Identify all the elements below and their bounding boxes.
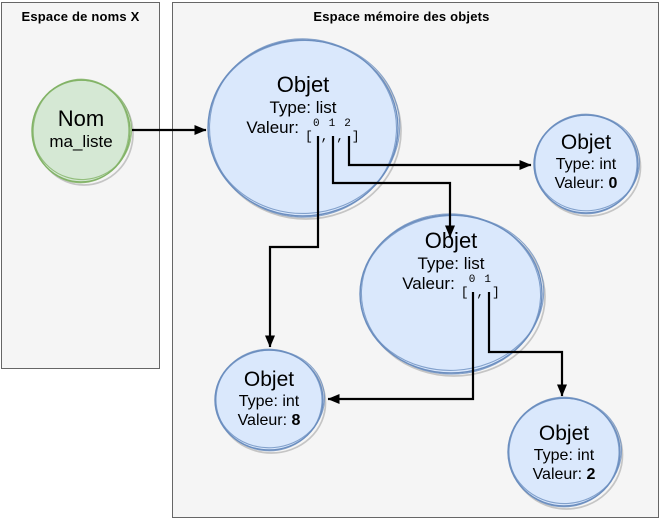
edge-list-slot1-to-nested-list <box>331 136 455 238</box>
nested-list-object-brackets: [ , ] <box>460 285 500 300</box>
list-object-brackets: [ , , ] <box>305 129 360 144</box>
nested-list-object-value: Valeur: 0 1 [ , ] <box>351 274 551 300</box>
int-object-0-circle <box>533 113 642 217</box>
name-node-circle <box>31 78 134 186</box>
edge-nested-slot1-to-int2 <box>487 292 567 397</box>
nested-list-object-indices: 0 1 <box>468 274 493 286</box>
edge-nested-slot0-to-int8 <box>327 292 475 404</box>
int-object-0: Objet Type: int Valeur: 0 <box>536 130 636 193</box>
int-object-2-type: Type: int <box>533 447 595 464</box>
int-object-2-value: Valeur: 2 <box>532 466 596 483</box>
nested-list-object: Objet Type: list Valeur: 0 1 [ , ] <box>351 228 551 300</box>
nested-list-object-slots: 0 1 [ , ] <box>461 274 500 300</box>
int-object-8: Objet Type: int Valeur: 8 <box>219 367 319 430</box>
int-object-2-title: Objet <box>538 422 590 445</box>
namespace-box: Espace de noms X <box>1 2 160 369</box>
list-object: Objet Type: list Valeur: 0 1 2 [ , , ] <box>203 72 403 144</box>
edge-list-slot2-to-int0 <box>347 136 532 170</box>
name-node: Nom ma_liste <box>31 106 131 151</box>
nested-list-object-type: Type: list <box>417 254 485 273</box>
list-object-indices: 0 1 2 <box>313 118 353 130</box>
int-object-8-title: Objet <box>243 368 295 391</box>
nested-list-object-title: Objet <box>424 228 478 253</box>
nested-list-object-circle <box>359 213 546 377</box>
int-object-8-type: Type: int <box>238 393 300 410</box>
list-object-circle <box>207 38 402 220</box>
name-node-title: Nom <box>57 106 105 131</box>
list-object-value: Valeur: 0 1 2 [ , , ] <box>203 118 403 144</box>
int-object-0-title: Objet <box>560 131 612 154</box>
int-object-8-value: Valeur: 8 <box>237 412 301 429</box>
nested-list-object-value-label: Valeur: <box>402 274 455 293</box>
namespace-box-title: Espace de noms X <box>21 9 140 24</box>
int-object-8-value-number: 8 <box>291 412 301 429</box>
int-object-0-value-number: 0 <box>608 175 618 192</box>
list-object-title: Objet <box>276 72 330 97</box>
int-object-0-value: Valeur: 0 <box>554 175 618 192</box>
memory-box-title: Espace mémoire des objets <box>313 9 490 24</box>
list-object-type: Type: list <box>269 98 337 117</box>
int-object-2-circle <box>507 396 624 510</box>
list-object-slots: 0 1 2 [ , , ] <box>305 118 360 144</box>
edge-list-slot0-to-int8 <box>265 136 320 348</box>
name-node-variable: ma_liste <box>49 132 113 151</box>
int-object-0-type: Type: int <box>555 156 617 173</box>
int-object-2: Objet Type: int Valeur: 2 <box>514 421 614 484</box>
int-object-8-circle <box>214 348 327 454</box>
edges <box>132 125 567 404</box>
list-object-value-label: Valeur: <box>246 118 299 137</box>
int-object-2-value-number: 2 <box>586 466 596 483</box>
